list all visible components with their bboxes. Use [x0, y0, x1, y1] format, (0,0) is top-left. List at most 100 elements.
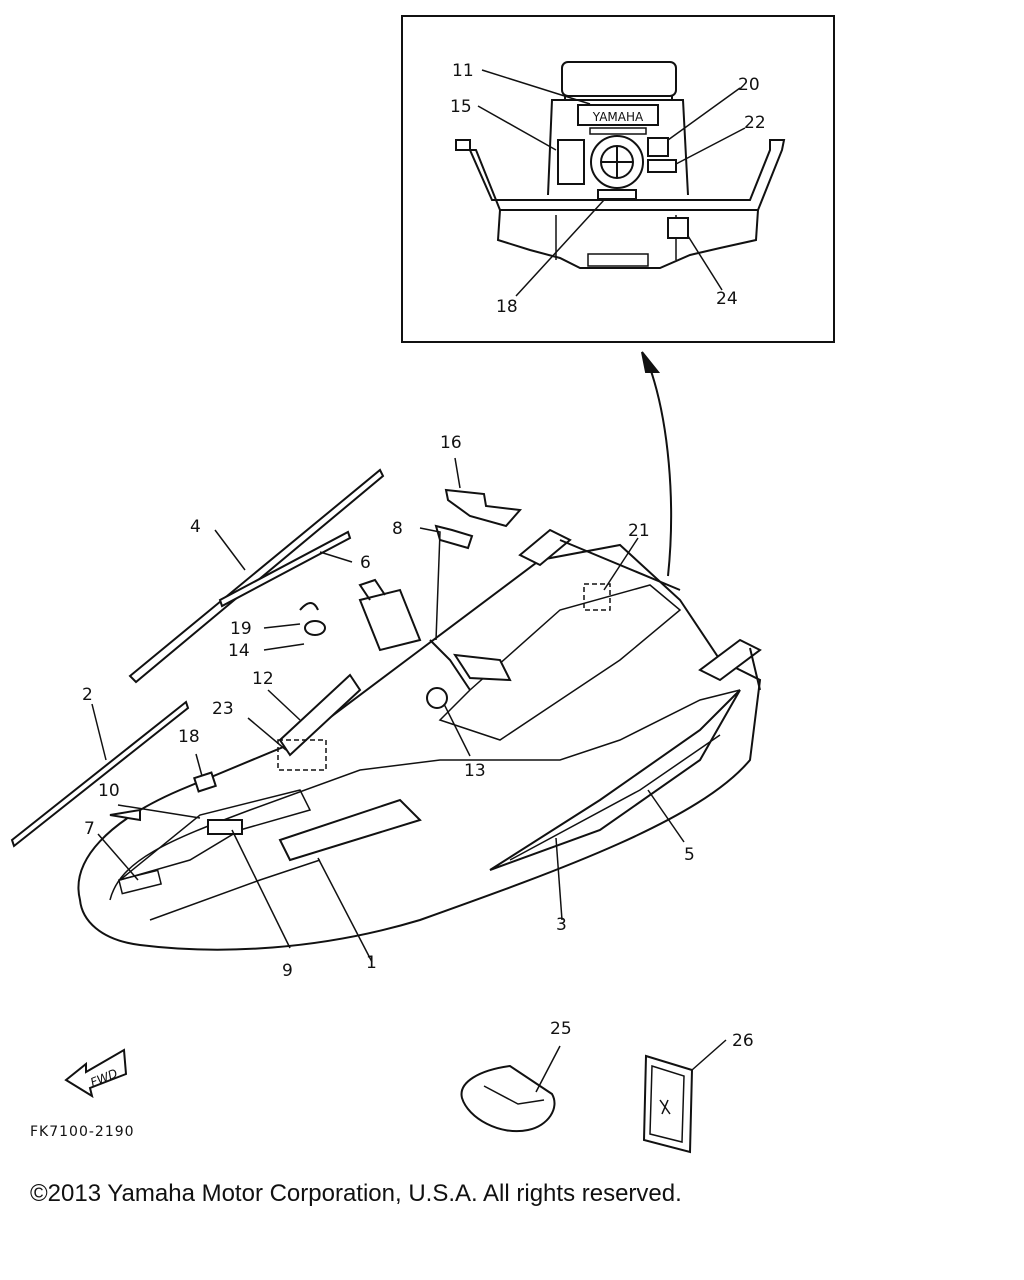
hull-decal-23: [277, 739, 327, 771]
tool-bag-flap: [483, 1085, 545, 1105]
leader-20: [667, 87, 741, 141]
leader-9: [231, 829, 291, 949]
hull-hood: [119, 789, 312, 881]
inset-tower-right: [671, 96, 689, 196]
callout-9: 9: [282, 961, 293, 981]
callout-4: 4: [190, 517, 201, 537]
hull-decal-9: [207, 819, 243, 835]
inset-base-plate: [587, 253, 649, 267]
hull-rail-right-cap: [698, 638, 762, 682]
leader-4: [214, 529, 246, 571]
leader-10: [117, 804, 201, 819]
steering-link: [429, 639, 471, 691]
fwd-arrow-shape: [64, 1048, 128, 1099]
inset-decal-18: [597, 189, 637, 200]
callout-11: 11: [452, 61, 474, 81]
hull-decal-7: [117, 869, 163, 895]
hull-stripe-3: [489, 689, 741, 871]
inset-rear-view: YAMAHA: [401, 15, 835, 343]
leader-1: [317, 857, 373, 963]
callout-5: 5: [684, 845, 695, 865]
manual-mark: [659, 1099, 671, 1115]
decal-stripe-4: [128, 468, 385, 684]
callout-26: 26: [732, 1031, 754, 1051]
handle-pad-decal-12: [278, 673, 362, 757]
decal-16: [444, 488, 523, 528]
callout-22: 22: [744, 113, 766, 133]
callout-15: 15: [450, 97, 472, 117]
leader-8: [419, 527, 441, 641]
callout-25: 25: [550, 1019, 572, 1039]
leader-24: [687, 235, 723, 291]
hull-decal-21: [583, 583, 611, 611]
inset-decal-15: [557, 139, 585, 185]
callout-24: 24: [716, 289, 738, 309]
leader-11: [481, 69, 591, 105]
hull-rail-left-cap: [518, 528, 572, 567]
callout-14: 14: [228, 641, 250, 661]
inset-decal-24: [667, 217, 689, 239]
callout-2: 2: [82, 685, 93, 705]
hull-decal-18: [193, 771, 217, 793]
callout-16: 16: [440, 433, 462, 453]
leader-14: [263, 643, 305, 651]
leader-18-inset: [515, 199, 605, 297]
callout-19: 19: [230, 619, 252, 639]
decal-stripe-6: [218, 530, 352, 608]
callout-8: 8: [392, 519, 403, 539]
arrow-to-inset: [649, 367, 673, 577]
hull-stripe-low: [149, 859, 321, 921]
steering-column: [358, 588, 422, 652]
inset-decal-22: [647, 159, 677, 173]
callout-18-inset: 18: [496, 297, 518, 317]
hull-decal-19: [299, 602, 319, 611]
steering-handle: [453, 653, 512, 682]
leader-25: [535, 1045, 561, 1093]
decal-stripe-2: [10, 700, 190, 848]
inset-decal-20: [647, 137, 669, 157]
inset-top-pad: [561, 61, 677, 97]
callout-6: 6: [360, 553, 371, 573]
steering-grip: [358, 578, 386, 601]
hull-stripe-1: [278, 798, 422, 862]
callout-10: 10: [98, 781, 120, 801]
callout-1: 1: [366, 953, 377, 973]
inset-yamaha-text: YAMAHA: [592, 110, 644, 124]
leader-7: [97, 833, 139, 881]
hull-outline: [77, 543, 762, 951]
item-26-manual: [642, 1039, 727, 1154]
callout-20: 20: [738, 75, 760, 95]
inset-yamaha-plate: [577, 104, 659, 126]
leader-3: [555, 837, 563, 921]
hull-decal-14: [304, 620, 326, 636]
manual-cover: [642, 1054, 694, 1154]
leader-12: [267, 689, 301, 721]
callout-7: 7: [84, 819, 95, 839]
hull-stripe-3-inner: [509, 734, 721, 861]
manual-inner: [649, 1064, 685, 1143]
leader-19: [263, 623, 301, 629]
hull-decal-13: [426, 687, 448, 709]
callout-23: 23: [212, 699, 234, 719]
leader-16: [454, 457, 461, 489]
arrow-head: [641, 351, 661, 373]
part-code: FK7100-2190: [30, 1124, 135, 1140]
leader-13: [443, 703, 471, 757]
copyright-notice: ©2013 Yamaha Motor Corporation, U.S.A. A…: [30, 1180, 682, 1207]
decal-8: [434, 524, 474, 550]
hull-drawing: [10, 457, 762, 963]
leader-22: [675, 127, 746, 165]
leader-18-hull: [195, 753, 203, 777]
item-25-tool-bag: [460, 1045, 561, 1133]
hull-rail-right: [749, 647, 761, 691]
leader-5: [647, 789, 685, 843]
callout-13: 13: [464, 761, 486, 781]
inset-strip: [589, 127, 647, 135]
inset-tower-left: [547, 96, 566, 196]
callout-12: 12: [252, 669, 274, 689]
leader-2: [91, 703, 107, 761]
leader-26: [691, 1039, 727, 1071]
leader-15: [477, 105, 557, 151]
inset-gunwale: [455, 139, 786, 211]
